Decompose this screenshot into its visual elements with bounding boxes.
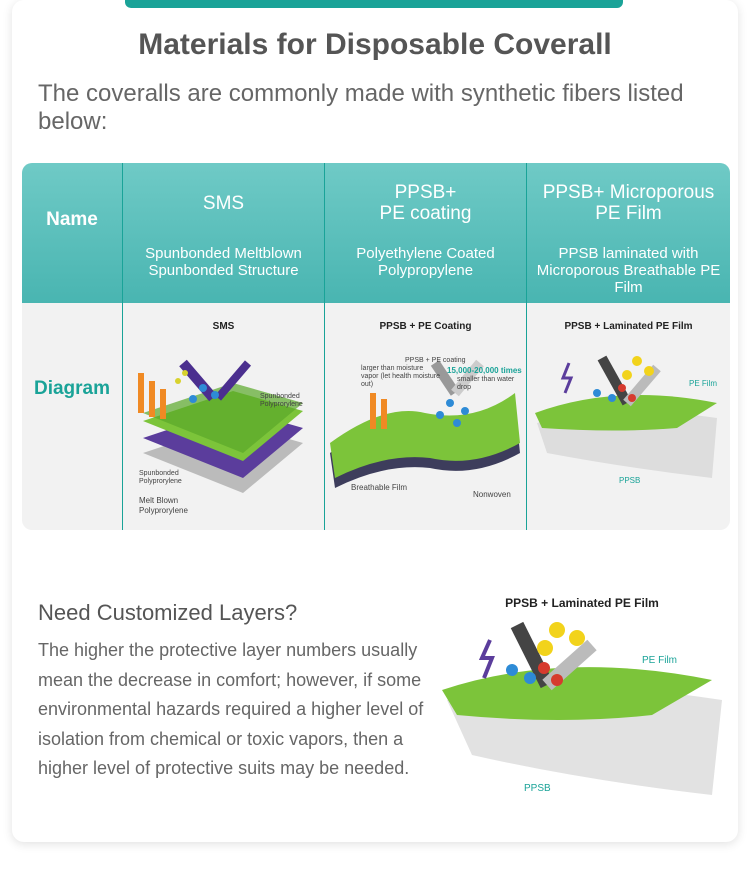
- pe-note-detail: larger than moisture vapor (let health m…: [361, 365, 440, 388]
- diagram-caption: PPSB + Laminated PE Film: [564, 321, 693, 332]
- column-subtitle: Polypropylene: [377, 262, 474, 279]
- sms-label-spunbonded-lower: Spunbonded Polyprorylene: [139, 470, 182, 485]
- sms-label-meltblown: Melt Blown Polyprorylene: [139, 496, 188, 515]
- column-subtitle: Spunbonded Structure: [148, 262, 299, 279]
- pe-coating-illustration: [330, 359, 520, 488]
- column-subtitle: Polyethylene Coated: [356, 245, 495, 262]
- diagram-caption: PPSB + PE Coating: [379, 321, 472, 332]
- column-subtitle: Film: [614, 279, 643, 296]
- column-title: PE Film: [595, 203, 662, 224]
- column-title: PPSB+: [394, 182, 457, 203]
- custom-label-film: PE Film: [642, 655, 677, 666]
- page-title: Materials for Disposable Coverall: [138, 28, 612, 61]
- column-title: PE coating: [379, 203, 472, 224]
- column-title: SMS: [202, 193, 245, 214]
- custom-label-ppsb: PPSB: [524, 783, 551, 794]
- custom-body: The higher the protective layer numbers …: [38, 640, 424, 778]
- custom-heading: Need Customized Layers?: [38, 600, 298, 625]
- column-divider: [122, 163, 123, 530]
- column-divider: [526, 163, 527, 530]
- column-sms: SMS Spunbonded Meltblown Spunbonded Stru…: [123, 163, 324, 303]
- column-subtitle: PPSB laminated with: [558, 245, 699, 262]
- laminated-illustration: [535, 355, 717, 478]
- laminated-diagram: PPSB + Laminated PE Film PE Film PPSB: [527, 303, 730, 513]
- custom-diagram: PPSB + Laminated PE Film PE Film PPSB: [432, 590, 732, 810]
- column-subtitle: Spunbonded Meltblown: [145, 245, 302, 262]
- column-subtitle: Microporous Breathable PE: [536, 262, 721, 279]
- diagram-caption: SMS: [212, 321, 235, 332]
- column-pe-coating: PPSB+ PE coating Polyethylene Coated Pol…: [325, 163, 526, 303]
- column-title: PPSB+ Microporous: [542, 182, 715, 203]
- sms-diagram: SMS Spunbonded Polyprorylene Spunbonded …: [123, 303, 324, 515]
- materials-table: Name SMS Spunbonded Meltblown Spunbonded…: [22, 163, 730, 530]
- pe-label-nonwoven: Nonwoven: [473, 490, 511, 499]
- intro-text: The coveralls are commonly made with syn…: [38, 80, 684, 135]
- custom-laminated-illustration: [442, 621, 722, 795]
- pe-label-film: Breathable Film: [351, 483, 408, 492]
- pe-times-sub: smaller than water drop: [457, 376, 515, 391]
- table-header: [22, 163, 730, 303]
- laminated-label-film: PE Film: [689, 379, 717, 388]
- pe-times: 15,000-20,000 times: [447, 366, 522, 375]
- row-label-name: Name: [22, 163, 122, 303]
- top-accent-bar: [125, 0, 623, 8]
- pe-note: PPSB + PE coating: [405, 357, 466, 364]
- pe-coating-diagram: PPSB + PE Coating PPSB + PE coating larg…: [325, 303, 526, 513]
- row-label-diagram: Diagram: [33, 378, 111, 399]
- column-divider: [324, 163, 325, 530]
- column-pe-film: PPSB+ Microporous PE Film PPSB laminated…: [527, 163, 730, 303]
- custom-diagram-caption: PPSB + Laminated PE Film: [505, 596, 659, 610]
- row-label-name-text: Name: [46, 209, 98, 230]
- laminated-label-ppsb: PPSB: [619, 476, 641, 485]
- sms-label-spunbonded: Spunbonded Polyprorylene: [260, 393, 303, 408]
- sms-layers-illustration: [138, 359, 303, 493]
